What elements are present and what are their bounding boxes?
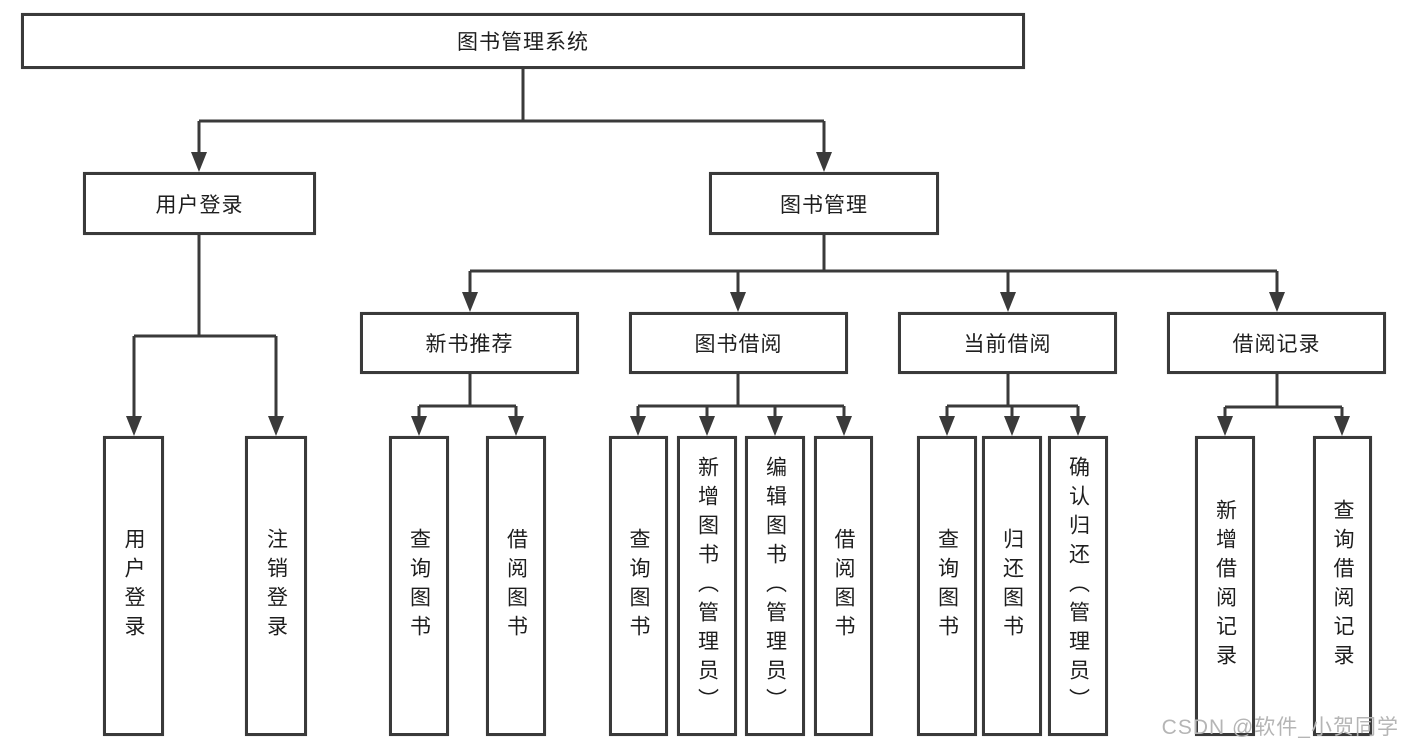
arrow-new-book xyxy=(462,292,478,312)
leaf-query-borrow-record: 查询借阅记录 xyxy=(1313,436,1372,736)
arrow-leaf xyxy=(836,416,852,436)
leaf-confirm-return-admin: 确认归还（管理员） xyxy=(1048,436,1108,736)
node-user-login: 用户登录 xyxy=(83,172,316,235)
arrow-leaf xyxy=(508,416,524,436)
arrow-leaf xyxy=(1004,416,1020,436)
leaf-label: 注销登录 xyxy=(264,528,288,644)
leaf-return-book: 归还图书 xyxy=(982,436,1042,736)
node-root-label: 图书管理系统 xyxy=(457,31,589,54)
connector-current-borrow xyxy=(945,374,1080,419)
leaf-label: 查询图书 xyxy=(935,528,959,644)
arrow-leaf xyxy=(1070,416,1086,436)
leaf-borrow-book: 借阅图书 xyxy=(486,436,546,736)
connector-root xyxy=(197,69,826,155)
leaf-query-book: 查询图书 xyxy=(917,436,977,736)
arrow-book-management xyxy=(816,152,832,172)
arrow-book-borrow xyxy=(730,292,746,312)
arrow-leaf xyxy=(630,416,646,436)
node-label: 借阅记录 xyxy=(1232,333,1321,356)
csdn-watermark: CSDN @软件_小贺同学 xyxy=(1161,716,1399,739)
leaf-user-login: 用户登录 xyxy=(103,436,164,736)
node-label: 当前借阅 xyxy=(963,333,1052,356)
leaf-label: 确认归还（管理员） xyxy=(1066,455,1090,717)
leaf-label: 归还图书 xyxy=(1000,528,1024,644)
arrow-user-login xyxy=(191,152,207,172)
arrow-leaf xyxy=(767,416,783,436)
leaf-label: 用户登录 xyxy=(122,528,145,644)
leaf-label: 编辑图书（管理员） xyxy=(763,455,787,717)
leaf-logout: 注销登录 xyxy=(245,436,307,736)
leaf-label: 查询借阅记录 xyxy=(1331,499,1354,673)
connector-book-management xyxy=(468,235,1279,295)
arrowheads xyxy=(126,152,1350,436)
arrow-leaf xyxy=(411,416,427,436)
leaf-borrow-book: 借阅图书 xyxy=(814,436,873,736)
node-new-book-recommend: 新书推荐 xyxy=(360,312,579,374)
leaf-add-book-admin: 新增图书（管理员） xyxy=(677,436,737,736)
leaf-query-book: 查询图书 xyxy=(609,436,668,736)
arrow-leaf xyxy=(939,416,955,436)
node-borrow-record: 借阅记录 xyxy=(1167,312,1386,374)
leaf-query-book: 查询图书 xyxy=(389,436,449,736)
leaf-add-borrow-record: 新增借阅记录 xyxy=(1195,436,1255,736)
node-current-borrow: 当前借阅 xyxy=(898,312,1117,374)
arrow-leaf xyxy=(126,416,142,436)
connector-lines xyxy=(132,69,1344,419)
leaf-label: 新增借阅记录 xyxy=(1213,499,1237,673)
node-label: 新书推荐 xyxy=(425,333,514,356)
node-book-management: 图书管理 xyxy=(709,172,939,235)
connector-book-borrow xyxy=(636,374,846,419)
leaf-label: 新增图书（管理员） xyxy=(695,455,719,717)
arrow-leaf xyxy=(699,416,715,436)
connector-borrow-record xyxy=(1223,374,1344,419)
connector-new-book xyxy=(417,374,518,419)
leaf-label: 借阅图书 xyxy=(504,528,528,644)
node-label: 图书借阅 xyxy=(694,333,783,356)
node-book-borrow: 图书借阅 xyxy=(629,312,848,374)
leaf-label: 查询图书 xyxy=(407,528,431,644)
node-label: 用户登录 xyxy=(155,193,244,217)
arrow-leaf xyxy=(1217,416,1233,436)
arrow-current-borrow xyxy=(1000,292,1016,312)
leaf-label: 借阅图书 xyxy=(832,528,855,644)
arrow-leaf xyxy=(268,416,284,436)
arrow-borrow-record xyxy=(1269,292,1285,312)
node-root: 图书管理系统 xyxy=(21,13,1025,69)
connector-user-login xyxy=(132,235,278,419)
leaf-label: 查询图书 xyxy=(627,528,650,644)
leaf-edit-book-admin: 编辑图书（管理员） xyxy=(745,436,805,736)
node-label: 图书管理 xyxy=(780,193,868,217)
arrow-leaf xyxy=(1334,416,1350,436)
